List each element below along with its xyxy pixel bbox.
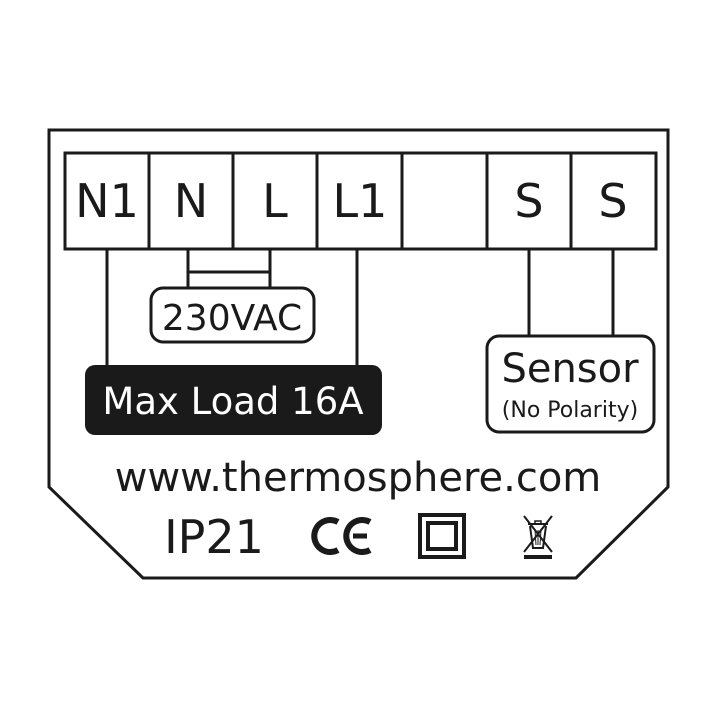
double-insulation-icon	[418, 513, 466, 559]
weee-bin-icon	[523, 515, 553, 559]
terminal-l1-label: L1	[333, 174, 388, 228]
terminal-n-label: N	[174, 174, 208, 228]
label-outline	[47, 128, 670, 580]
terminal-s1-label: S	[514, 174, 543, 228]
terminal-n1-label: N1	[75, 174, 139, 228]
max-load-label: Max Load 16A	[102, 380, 363, 423]
max-load-box	[85, 365, 382, 435]
terminal-l-label: L	[262, 174, 288, 228]
terminal-dividers	[147, 153, 573, 249]
sensor-box	[485, 334, 656, 434]
ce-mark-icon	[311, 517, 372, 555]
sensor-title: Sensor	[501, 346, 639, 392]
wires	[105, 249, 615, 366]
voltage-box	[149, 286, 316, 344]
terminal-labels: N1 N L L1 S S	[75, 174, 627, 228]
terminal-s2-label: S	[598, 174, 627, 228]
ip-rating: IP21	[164, 510, 264, 564]
website-url: www.thermosphere.com	[115, 455, 602, 501]
wire-n-l	[186, 249, 272, 274]
terminal-block	[63, 151, 658, 251]
sensor-subtitle: (No Polarity)	[502, 398, 638, 423]
voltage-label: 230VAC	[162, 298, 302, 339]
